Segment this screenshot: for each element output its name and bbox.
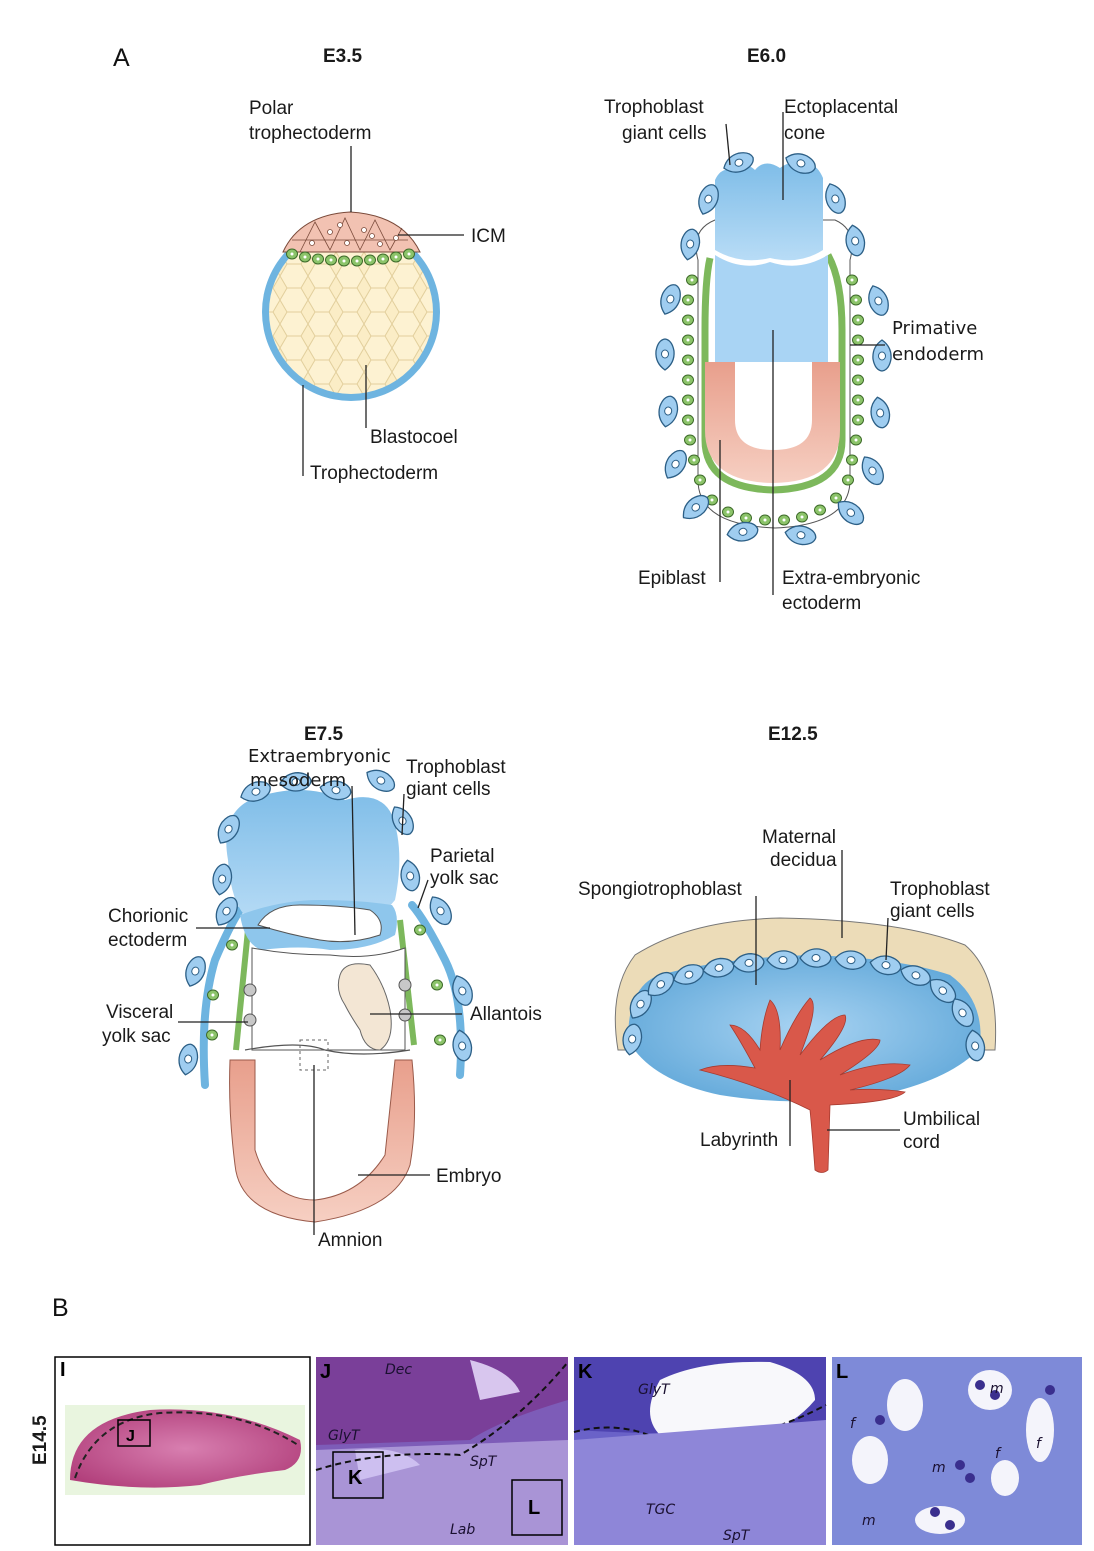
l-m-label-3: m (862, 1513, 876, 1529)
tgc-label: TGC (646, 1502, 675, 1518)
allantois-label: Allantois (470, 1004, 542, 1025)
chorionic-ectoderm-label-2: ectoderm (108, 930, 187, 951)
parietal-yolk-sac-label-2: yolk sac (430, 868, 499, 889)
extra-embryonic-ectoderm-label-1: Extra-embryonic (782, 568, 920, 589)
panel-a-letter: A (113, 44, 130, 72)
lab-label: Lab (450, 1522, 475, 1538)
histology-image-i: I J (55, 1357, 310, 1545)
primative-endoderm-label-1: Primative (892, 318, 977, 339)
epiblast-label: Epiblast (638, 568, 706, 589)
histology-image-j: J Dec GlyT SpT Lab K L (316, 1357, 568, 1545)
e7-tgc-label-1: Trophoblast (406, 757, 506, 778)
visceral-yolk-sac-label-2: yolk sac (102, 1026, 171, 1047)
image-i-box-label: J (126, 1428, 135, 1445)
ectoplacental-cone-label-1: Ectoplacental (784, 97, 898, 118)
e6-tgc-label-1: Trophoblast (604, 97, 704, 118)
chorionic-ectoderm-label-1: Chorionic (108, 906, 188, 927)
j-glyt-label: GlyT (328, 1428, 361, 1444)
j-box-l-label: L (528, 1497, 540, 1519)
visceral-yolk-sac-label-1: Visceral (106, 1002, 173, 1023)
e6-0-stage-title: E6.0 (747, 46, 786, 67)
k-spt-label: SpT (723, 1528, 751, 1544)
extraembryonic-mesoderm-label-1: Extraembryonic (248, 746, 391, 767)
polar-trophectoderm-label-2: trophectoderm (249, 123, 372, 144)
e12-5-placenta-diagram: E12.5 Maternal decidua Spongiotrophoblas… (578, 724, 996, 1173)
e3-5-stage-title: E3.5 (323, 46, 363, 67)
polar-trophectoderm-label-1: Polar (249, 98, 294, 119)
dec-label: Dec (385, 1362, 412, 1378)
maternal-decidua-label-2: decidua (770, 850, 837, 871)
e14-5-row-label: E14.5 (30, 1415, 51, 1465)
icm-label: ICM (471, 226, 506, 247)
extraembryonic-mesoderm-label-2: mesoderm (250, 770, 346, 791)
extraembryonic-ectoderm-shape (715, 255, 828, 362)
embryo-shape (230, 1060, 415, 1222)
image-k-corner-label: K (578, 1361, 593, 1383)
spongiotrophoblast-label: Spongiotrophoblast (578, 879, 742, 900)
trophectoderm-label: Trophectoderm (310, 463, 438, 484)
e12-5-stage-title: E12.5 (768, 724, 818, 745)
histology-image-k: K GlyT TGC SpT (574, 1357, 826, 1545)
k-glyt-label: GlyT (638, 1382, 671, 1398)
e7-tgc-label-2: giant cells (406, 779, 491, 800)
image-j-corner-label: J (320, 1361, 331, 1383)
histology-image-l: L m m m f f f (832, 1357, 1082, 1545)
e12-tgc-label-1: Trophoblast (890, 879, 990, 900)
e12-tgc-label-2: giant cells (890, 901, 975, 922)
umbilical-cord-label-1: Umbilical (903, 1109, 980, 1130)
e7-5-conceptus-diagram: E7.5 (102, 724, 542, 1251)
labyrinth-label: Labyrinth (700, 1130, 778, 1151)
ectoplacental-cone-label-2: cone (784, 123, 825, 144)
ectoplacental-cone-shape (715, 163, 823, 260)
e6-tgc-label-2: giant cells (622, 123, 707, 144)
l-m-label-2: m (932, 1460, 946, 1476)
primative-endoderm-label-2: endoderm (892, 344, 984, 365)
parietal-yolk-sac-label-1: Parietal (430, 846, 494, 867)
image-i-corner-label: I (60, 1359, 66, 1381)
blastocoel-label: Blastocoel (370, 427, 458, 448)
image-l-corner-label: L (836, 1361, 848, 1383)
extra-embryonic-ectoderm-label-2: ectoderm (782, 593, 861, 614)
embryo-label: Embryo (436, 1166, 501, 1187)
umbilical-cord-label-2: cord (903, 1132, 940, 1153)
e6-0-egg-cylinder-diagram: E6.0 (604, 46, 984, 614)
panel-b-letter: B (52, 1294, 69, 1322)
l-m-label-1: m (990, 1381, 1004, 1397)
j-spt-label: SpT (470, 1454, 498, 1470)
e7-5-stage-title: E7.5 (304, 724, 344, 745)
e3-5-blastocyst-diagram: E3.5 Polar trophectoderm ICM Blastocoel … (249, 46, 506, 484)
amnion-label: Amnion (318, 1230, 382, 1251)
j-box-k-label: K (348, 1467, 363, 1489)
maternal-decidua-label-1: Maternal (762, 827, 836, 848)
